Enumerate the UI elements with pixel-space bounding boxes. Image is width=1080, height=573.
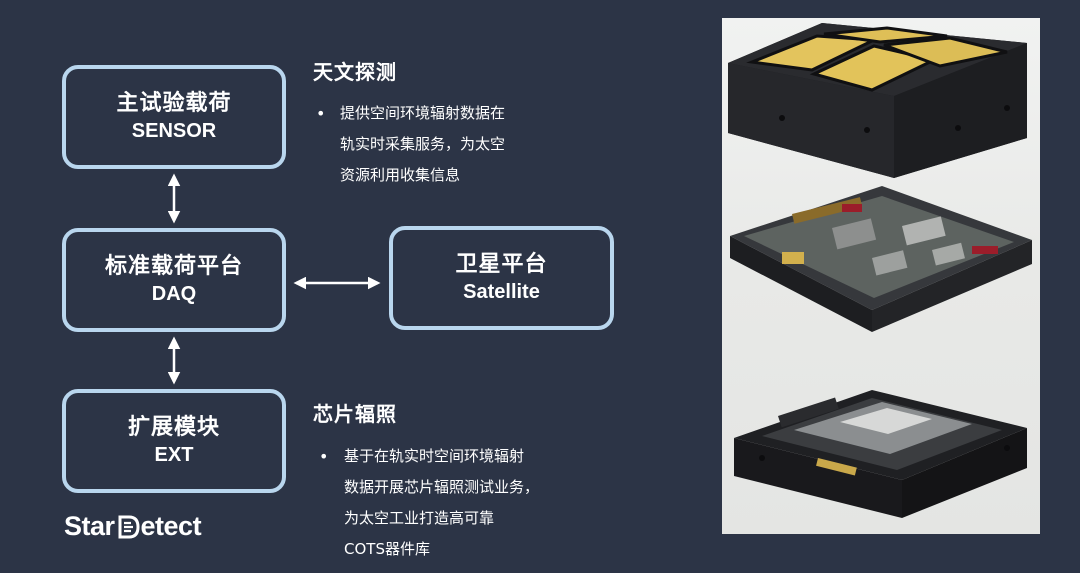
ext-box-en-label: EXT (154, 444, 194, 466)
daq-box: 标准载荷平台 DAQ (62, 228, 286, 332)
company-logo: Star etect (64, 511, 202, 542)
daq-box-en-label: DAQ (151, 283, 197, 305)
hardware-photo (722, 18, 1040, 534)
section-text-chip-irradiation: 基于在轨实时空间环境辐射 数据开展芯片辐照测试业务， 为太空工业打造高可靠 CO… (344, 441, 539, 565)
text-line: 资源利用收集信息 (340, 166, 461, 184)
logo-text-right: etect (140, 511, 202, 541)
electronics-board-module (730, 186, 1032, 332)
expansion-chip-module (734, 390, 1027, 518)
text-line: 数据开展芯片辐照测试业务， (344, 478, 540, 496)
bullet-icon: • (316, 104, 326, 123)
logo-text-left: Star (64, 511, 115, 541)
satellite-box-zh-label: 卫星平台 (455, 252, 548, 277)
section-title-astronomy: 天文探测 (313, 60, 397, 84)
bullet-icon: • (319, 447, 329, 466)
section-text-astronomy: 提供空间环境辐射数据在 轨实时采集服务，为太空 资源利用收集信息 (340, 98, 505, 191)
sensor-box-en-label: SENSOR (131, 120, 217, 142)
text-line: 轨实时采集服务，为太空 (340, 135, 506, 153)
sensor-box: 主试验载荷 SENSOR (62, 65, 286, 169)
text-line: COTS器件库 (344, 540, 430, 558)
ext-box: 扩展模块 EXT (62, 389, 286, 493)
daq-box-zh-label: 标准载荷平台 (104, 254, 243, 279)
text-line: 为太空工业打造高可靠 (344, 509, 495, 527)
d-letter-logo-mark-icon (118, 515, 140, 538)
satellite-box: 卫星平台 Satellite (389, 226, 614, 330)
hardware-photo-illustration (728, 23, 1032, 518)
satellite-box-en-label: Satellite (463, 281, 540, 303)
section-title-chip-irradiation: 芯片辐照 (313, 402, 397, 426)
text-line: 提供空间环境辐射数据在 (340, 104, 506, 122)
text-line: 基于在轨实时空间环境辐射 (344, 447, 525, 465)
sensor-box-zh-label: 主试验载荷 (116, 91, 232, 116)
gold-sensor-module (728, 23, 1027, 178)
ext-box-zh-label: 扩展模块 (127, 415, 220, 440)
